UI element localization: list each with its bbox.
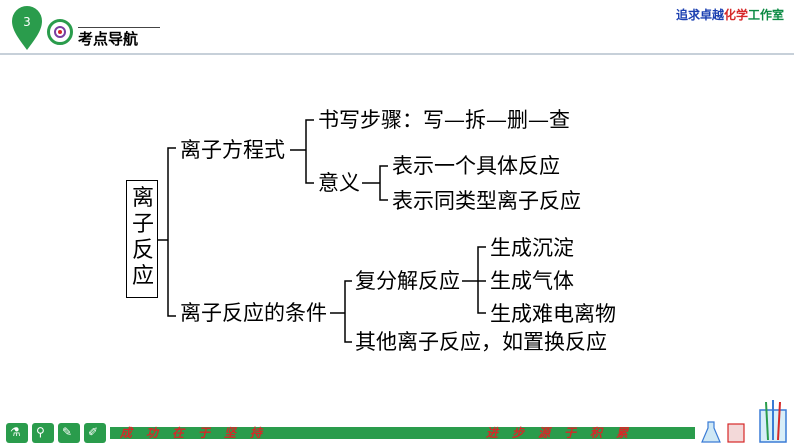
flask-icon: ⚲ xyxy=(32,423,54,443)
node-writing-steps: 书写步骤：写—拆—删—查 xyxy=(318,108,570,132)
brand-part2: 化学 xyxy=(723,8,748,22)
root-char-1: 离 xyxy=(132,186,155,211)
node-meaning-specific: 表示一个具体反应 xyxy=(392,154,560,178)
node-meaning-general: 表示同类型离子反应 xyxy=(392,189,581,213)
brain-icon xyxy=(47,19,73,45)
lab-glassware-icon xyxy=(759,400,787,443)
root-char-3: 反 xyxy=(132,238,155,263)
brand-label: 追求卓越化学工作室 xyxy=(676,6,784,23)
double-bracket xyxy=(477,246,486,314)
header-divider xyxy=(0,53,794,55)
node-double-decomposition: 复分解反应 xyxy=(355,269,460,293)
slide-number-badge: 3 xyxy=(12,6,42,50)
beaker-icon: ⚗ xyxy=(6,423,28,443)
node-meaning: 意义 xyxy=(318,171,360,195)
section-title: 考点导航 xyxy=(78,30,139,48)
pen-icon: ✐ xyxy=(84,423,106,443)
slide-number: 3 xyxy=(23,15,31,29)
node-gas: 生成气体 xyxy=(490,269,574,293)
node-other-reactions: 其他离子反应，如置换反应 xyxy=(355,330,607,354)
node-precipitate: 生成沉淀 xyxy=(490,236,574,260)
root-char-2: 子 xyxy=(132,212,155,237)
node-weak-electrolyte: 生成难电离物 xyxy=(490,302,616,326)
motto-right: 进步源于积累 xyxy=(486,426,643,440)
root-node-box xyxy=(126,180,158,298)
brand-part1: 追求卓越 xyxy=(675,8,724,22)
node-reaction-conditions: 离子反应的条件 xyxy=(180,301,327,325)
motto-left: 成功在于坚持 xyxy=(120,426,277,440)
flask-deco-icon xyxy=(701,421,745,443)
tube-icon: ✎ xyxy=(58,423,80,443)
title-underline xyxy=(78,27,160,28)
root-char-4: 应 xyxy=(132,264,155,289)
meaning-bracket xyxy=(379,165,388,201)
conditions-bracket xyxy=(344,280,352,343)
equation-bracket xyxy=(305,119,314,184)
level1-bracket xyxy=(167,147,176,317)
brand-part3: 工作室 xyxy=(747,8,784,22)
node-ionic-equation: 离子方程式 xyxy=(180,138,285,162)
footer-strip xyxy=(110,427,695,439)
